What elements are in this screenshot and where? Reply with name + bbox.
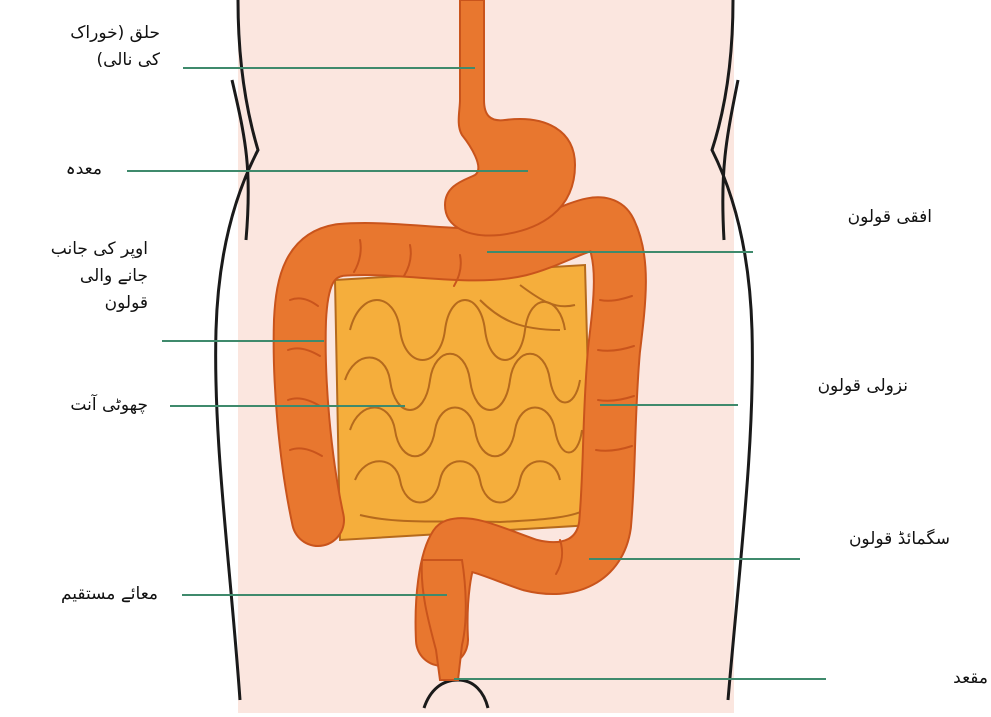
label-esophagus-line2: کی نالی): [0, 47, 160, 74]
label-ascending-colon-line1: اوپر کی جانب: [0, 236, 148, 263]
label-esophagus: حلق (خوراک کی نالی): [0, 20, 160, 74]
label-sigmoid-colon: سگمائڈ قولون: [800, 526, 950, 553]
label-ascending-colon-line2: جانے والی: [0, 263, 148, 290]
label-ascending-colon-line3: قولون: [0, 290, 148, 317]
small-intestine-drawing: [335, 265, 592, 540]
label-anus: مقعد: [920, 665, 988, 692]
label-ascending-colon: اوپر کی جانب جانے والی قولون: [0, 236, 148, 318]
label-esophagus-line1: حلق (خوراک: [0, 20, 160, 47]
label-rectum: معائے مستقیم: [0, 581, 158, 608]
label-descending-colon: نزولی قولون: [760, 373, 908, 400]
label-small-intestine: چھوٹی آنت: [0, 392, 148, 419]
label-stomach: معدہ: [0, 156, 102, 183]
label-transverse-colon: افقی قولون: [770, 204, 932, 231]
